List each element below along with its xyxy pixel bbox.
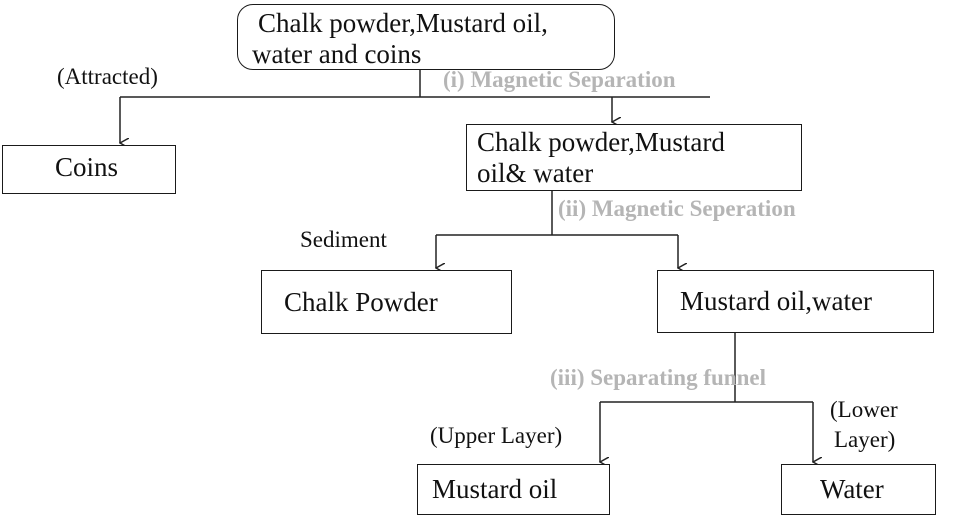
node-start-line1: Chalk powder,Mustard oil, [258, 8, 548, 38]
node-chalk-powder-label: Chalk Powder [284, 287, 438, 317]
label-sediment: Sediment [300, 227, 387, 252]
step-1-label: (i) Magnetic Separation [443, 67, 676, 92]
node-water-label: Water [820, 474, 884, 504]
label-lower-layer-2: Layer) [834, 427, 896, 452]
node-mix2: Chalk powder,Mustard oil& water [466, 124, 802, 191]
node-start: Chalk powder,Mustard oil, water and coin… [237, 4, 615, 70]
node-water: Water [781, 464, 936, 515]
label-attracted: (Attracted) [57, 64, 158, 89]
label-upper-layer: (Upper Layer) [430, 423, 563, 448]
node-mix2-line2: oil& water [477, 158, 594, 188]
step-2-label: (ii) Magnetic Seperation [558, 196, 796, 221]
node-oil-water: Mustard oil,water [657, 270, 934, 333]
node-mustard-oil-label: Mustard oil [432, 474, 558, 504]
node-mustard-oil: Mustard oil [417, 464, 610, 515]
node-start-line2: water and coins [252, 39, 422, 69]
node-coins: Coins [2, 145, 176, 194]
node-oil-water-label: Mustard oil,water [680, 286, 872, 316]
node-coins-label: Coins [55, 152, 119, 182]
label-lower-layer-1: (Lower [830, 397, 898, 422]
node-chalk-powder: Chalk Powder [261, 270, 512, 334]
node-mix2-line1: Chalk powder,Mustard [477, 127, 725, 157]
step-3-label: (iii) Separating funnel [550, 365, 766, 390]
